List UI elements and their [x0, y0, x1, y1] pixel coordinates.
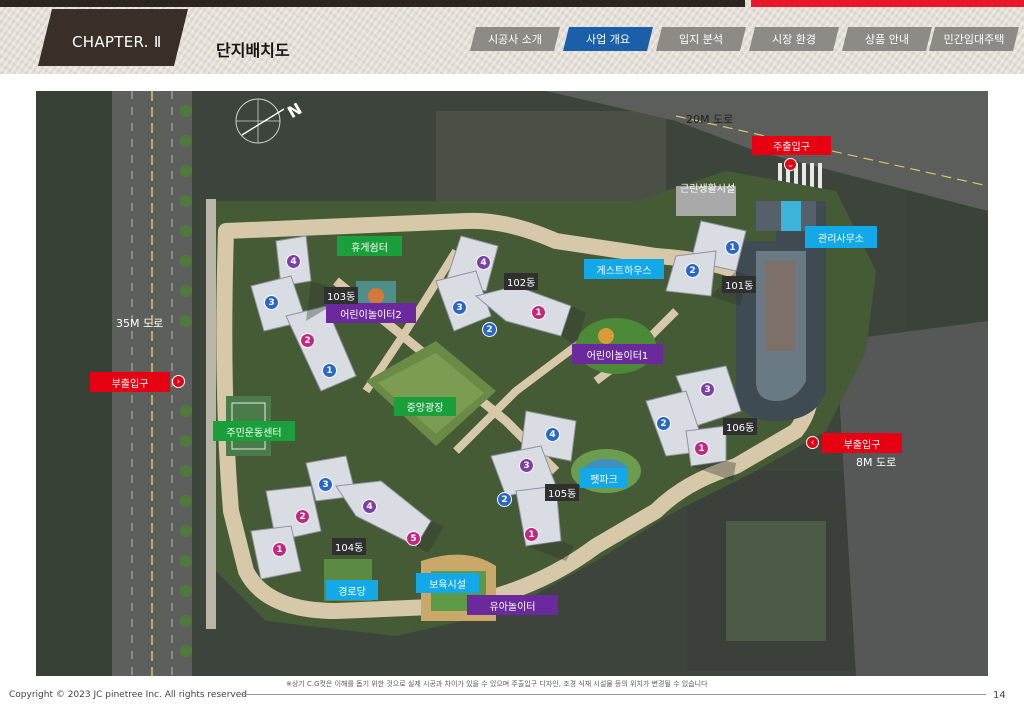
facility-pet-park: 펫파크	[580, 468, 628, 488]
unit-marker: 1	[694, 441, 709, 456]
unit-marker: 2	[685, 263, 700, 278]
building-label-101: 101동	[722, 276, 757, 293]
facility-guest-house: 게스트하우스	[584, 259, 664, 279]
tab-product-guide[interactable]: 상품 안내	[842, 27, 932, 51]
top-accent-line-red	[751, 0, 1024, 7]
chevron-right-icon: ›	[172, 375, 185, 388]
tab-company-intro[interactable]: 시공사 소개	[470, 27, 560, 51]
facility-central-plaza: 중앙광장	[394, 397, 456, 416]
unit-marker: 3	[452, 300, 467, 315]
building-label-104: 104동	[332, 538, 367, 555]
top-accent-line	[0, 0, 745, 7]
unit-marker: 2	[300, 333, 315, 348]
unit-marker: 1	[322, 363, 337, 378]
facility-rest-area: 휴게쉼터	[337, 236, 402, 256]
chevron-down-icon: ⌄	[784, 158, 797, 171]
sub-entrance-east-label: 부출입구	[822, 433, 902, 453]
unit-marker: 3	[318, 477, 333, 492]
unit-marker: 4	[476, 255, 491, 270]
facility-toddler-playground: 유아놀이터	[467, 595, 558, 615]
facility-playground-2: 어린이놀이터2	[326, 303, 416, 323]
unit-marker: 1	[531, 305, 546, 320]
building-label-105: 105동	[545, 484, 580, 501]
facility-management-office: 관리사무소	[805, 226, 877, 248]
chevron-left-icon: ‹	[806, 436, 819, 449]
unit-marker: 5	[406, 531, 421, 546]
unit-marker: 4	[286, 254, 301, 269]
page-title: 단지배치도	[216, 41, 290, 60]
chapter-label: CHAPTER. Ⅱ	[72, 33, 162, 51]
unit-marker: 2	[497, 492, 512, 507]
unit-marker: 4	[362, 499, 377, 514]
facility-community-center: 주민운동센터	[213, 421, 295, 441]
copyright: Copyright © 2023 JC pinetree Inc. All ri…	[9, 690, 247, 700]
facility-neighborhood: 근린생활시설	[680, 184, 736, 195]
unit-marker: 1	[272, 542, 287, 557]
building-label-106: 106동	[723, 418, 758, 435]
unit-marker: 3	[700, 382, 715, 397]
tab-private-rental[interactable]: 민간임대주택	[929, 27, 1019, 51]
page-header: CHAPTER. Ⅱ 단지배치도 시공사 소개 사업 개요 입지 분석 시장 환…	[0, 0, 1024, 74]
footer-divider	[238, 694, 986, 695]
page-number: 14	[993, 690, 1006, 701]
unit-marker: 2	[295, 509, 310, 524]
unit-marker: 3	[519, 458, 534, 473]
site-plan-map: N 20M 도로 35M 도로 8M 도로 주출입구 ⌄ 부출입구 › 부출입구…	[36, 91, 988, 676]
unit-marker: 2	[656, 416, 671, 431]
facility-playground-1: 어린이놀이터1	[572, 344, 663, 364]
road-label-north: 20M 도로	[686, 113, 734, 126]
road-label-east: 8M 도로	[856, 456, 897, 469]
road-label-west: 35M 도로	[116, 317, 164, 330]
facility-childcare: 보육시설	[416, 573, 479, 593]
unit-marker: 1	[524, 527, 539, 542]
unit-marker: 3	[264, 295, 279, 310]
sub-entrance-west-label: 부출입구	[90, 372, 170, 392]
facility-senior-center: 경로당	[326, 580, 378, 600]
tab-project-overview[interactable]: 사업 개요	[563, 27, 653, 51]
chapter-badge: CHAPTER. Ⅱ	[38, 9, 188, 66]
unit-marker: 1	[725, 240, 740, 255]
tab-market-environment[interactable]: 시장 환경	[749, 27, 839, 51]
main-entrance-label: 주출입구	[752, 136, 831, 155]
disclaimer-note: ※상기 C.G컷은 이해를 돕기 위한 것으로 실제 시공과 차이가 있을 수 …	[286, 680, 708, 688]
building-label-103: 103동	[324, 287, 359, 304]
unit-marker: 2	[482, 322, 497, 337]
building-label-102: 102동	[504, 273, 539, 290]
unit-marker: 4	[545, 427, 560, 442]
tab-location-analysis[interactable]: 입지 분석	[656, 27, 746, 51]
